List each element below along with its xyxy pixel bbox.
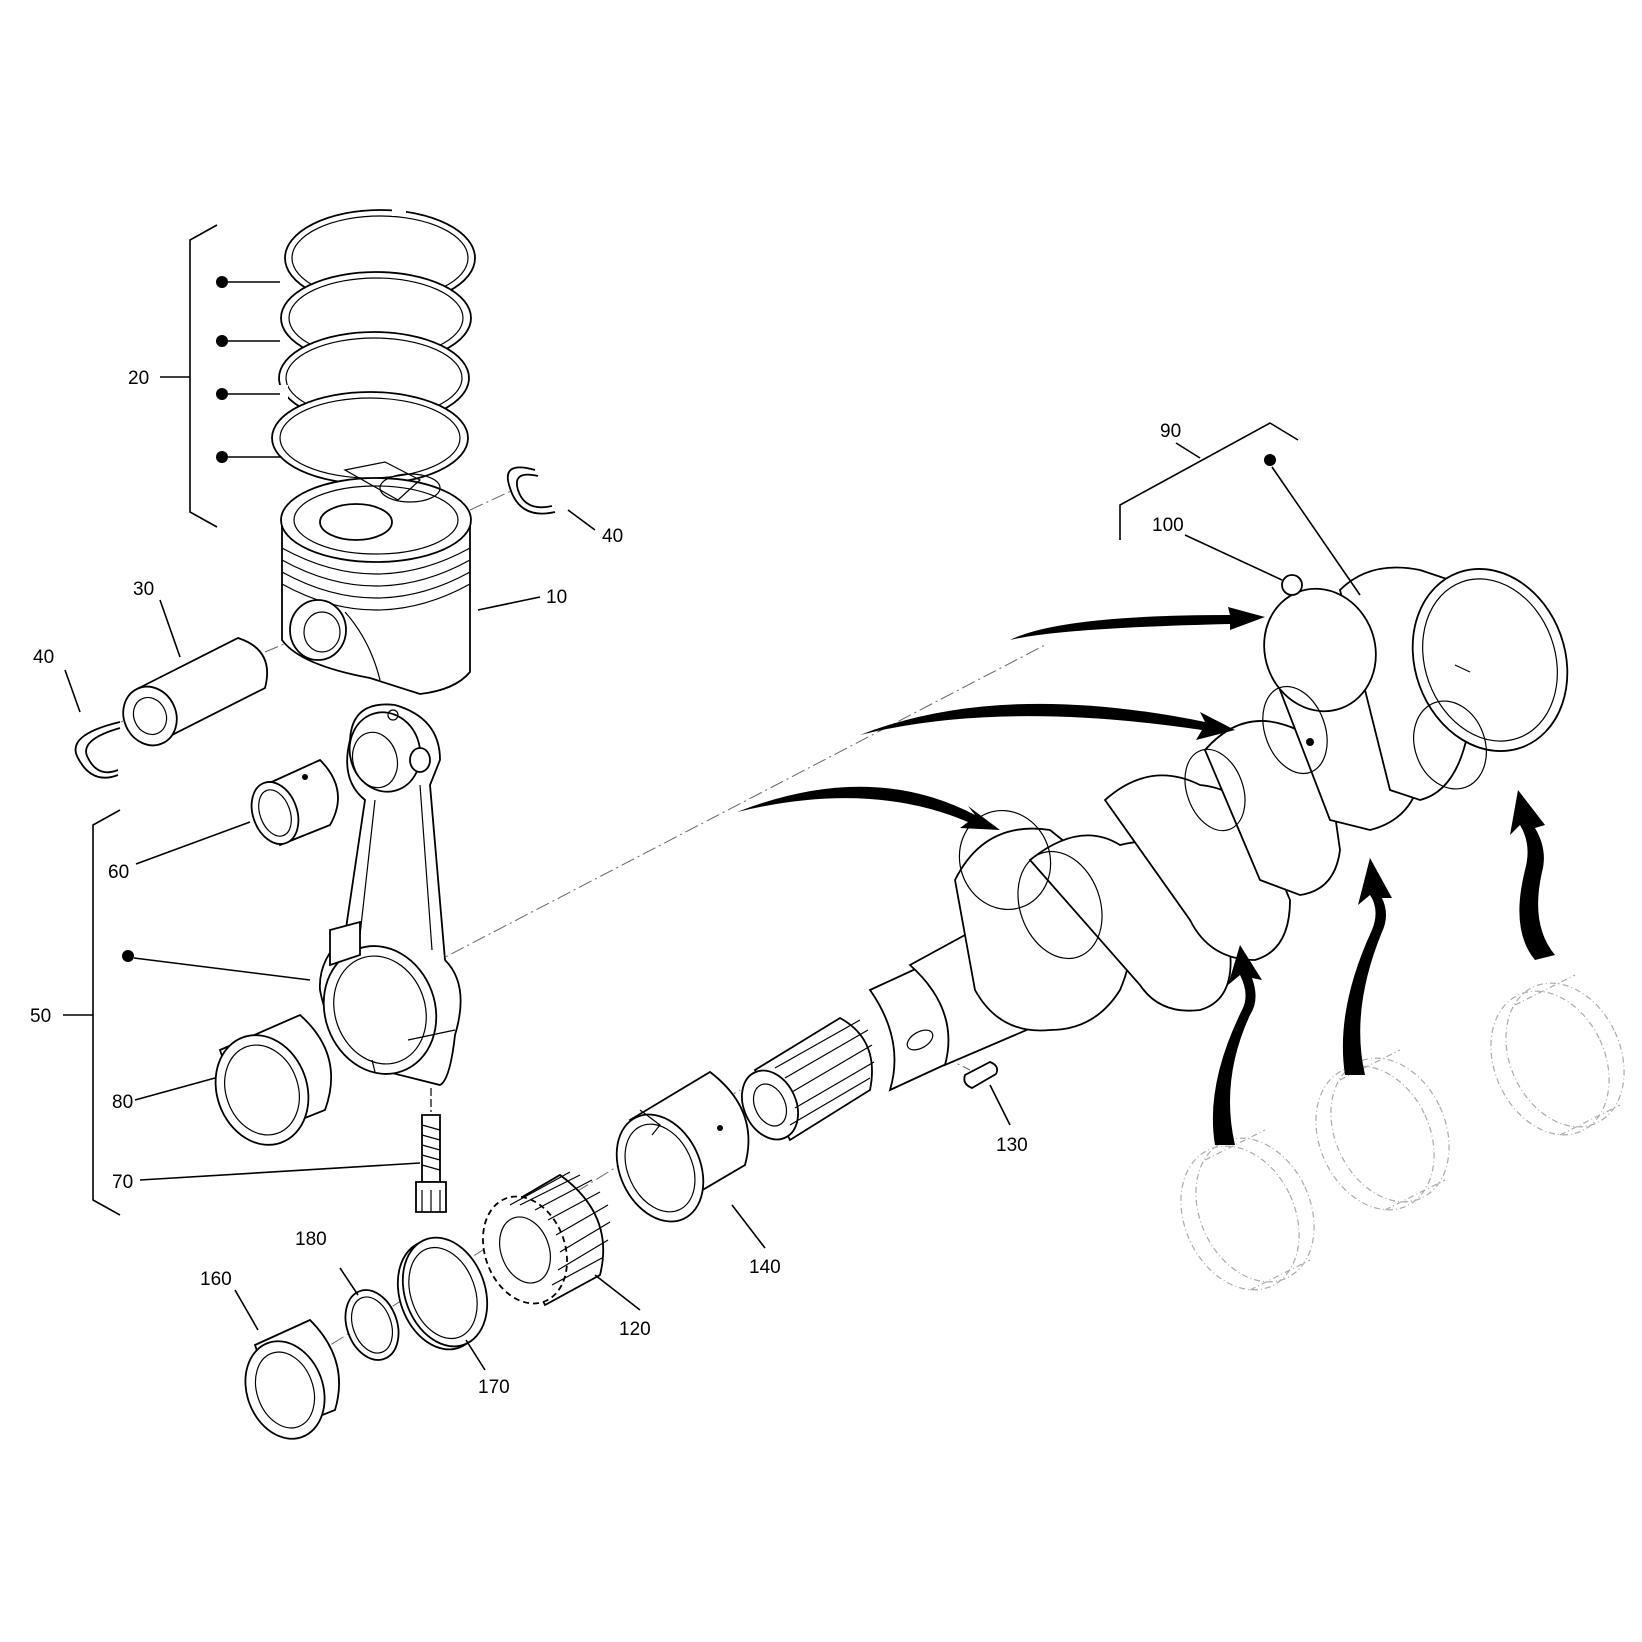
callout-20: 20 — [128, 368, 149, 389]
big-end-bearing-shell — [214, 1013, 332, 1146]
callout-40-right: 40 — [602, 526, 623, 547]
arrow-to-crank-pin-2 — [737, 786, 1000, 830]
wrist-pin — [122, 637, 269, 747]
set-dot — [216, 276, 228, 288]
plug — [1281, 574, 1303, 596]
assembly-arrows — [737, 607, 1555, 1145]
circlips — [74, 466, 556, 779]
callout-170: 170 — [478, 1377, 510, 1398]
bushing — [615, 1070, 750, 1223]
callout-80: 80 — [112, 1092, 133, 1113]
small-end-bushing — [250, 758, 339, 847]
set-markers — [122, 276, 1276, 962]
callout-50: 50 — [30, 1006, 51, 1027]
ghost-main-bearing-shells — [1180, 974, 1625, 1291]
callout-130: 130 — [996, 1135, 1028, 1156]
leader-lines — [63, 224, 1361, 1371]
callout-10: 10 — [546, 587, 567, 608]
set-dot — [1264, 454, 1276, 466]
thrust-ring — [396, 1236, 489, 1351]
connecting-rod — [319, 703, 462, 1086]
arrow-to-oil-hole — [1010, 607, 1265, 640]
callout-140: 140 — [749, 1257, 781, 1278]
callout-labels: 10 20 30 40 40 50 60 70 80 90 100 120 13… — [30, 368, 1184, 1398]
o-ring — [344, 1289, 400, 1361]
gear — [482, 1171, 611, 1307]
callout-40-left: 40 — [33, 647, 54, 668]
callout-30: 30 — [133, 579, 154, 600]
callout-100: 100 — [1152, 515, 1184, 536]
callout-160: 160 — [200, 1269, 232, 1290]
arrow-to-main-journal-3 — [1510, 790, 1555, 960]
arrow-to-main-journal-1 — [1212, 945, 1262, 1145]
sleeve — [244, 1318, 340, 1440]
callout-90: 90 — [1160, 421, 1181, 442]
set-dot — [216, 388, 228, 400]
crankshaft — [741, 566, 1569, 1142]
set-dot — [122, 950, 134, 962]
callout-70: 70 — [112, 1172, 133, 1193]
set-dot — [216, 335, 228, 347]
arrow-to-main-journal-2 — [1342, 858, 1392, 1075]
arrow-to-crank-pin-1 — [860, 703, 1235, 740]
set-dot — [216, 451, 228, 463]
connecting-rod-bolt — [415, 1088, 447, 1213]
key — [963, 1061, 999, 1089]
piston-rings — [271, 208, 476, 485]
callout-60: 60 — [108, 862, 129, 883]
callout-180: 180 — [295, 1229, 327, 1250]
piston — [280, 461, 472, 695]
callout-120: 120 — [619, 1319, 651, 1340]
